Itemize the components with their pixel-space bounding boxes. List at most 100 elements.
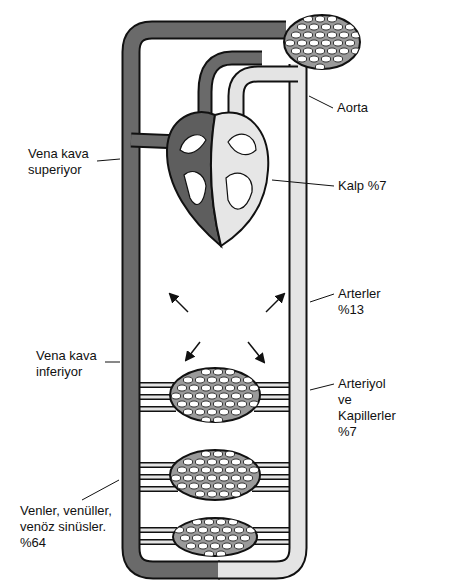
- blood-cell: [309, 24, 318, 30]
- blood-cell: [219, 475, 228, 481]
- blood-cell: [219, 377, 228, 383]
- blood-cell: [195, 377, 204, 383]
- blood-cell: [216, 535, 225, 541]
- blood-cell: [213, 369, 222, 375]
- blood-cell: [201, 483, 210, 489]
- blood-cell: [234, 543, 243, 549]
- part-label: Vena kava superiyor: [28, 146, 94, 178]
- blood-cell: [207, 393, 216, 399]
- blood-cell: [333, 24, 342, 30]
- part-label: Kalp %7: [338, 178, 386, 194]
- blood-cell: [213, 385, 222, 391]
- blood-cell: [321, 40, 330, 46]
- blood-cell: [195, 475, 204, 481]
- blood-cell: [177, 401, 186, 407]
- flow-arrows: [170, 294, 284, 362]
- capillary-cells: [171, 369, 258, 423]
- blood-cell: [171, 475, 180, 481]
- blood-cell: [225, 483, 234, 489]
- blood-cell: [195, 409, 204, 415]
- blood-cell: [186, 527, 195, 533]
- blood-cell: [237, 401, 246, 407]
- blood-cell: [315, 64, 324, 70]
- blood-cell: [285, 40, 294, 46]
- capillary-cells: [174, 519, 255, 557]
- blood-cell: [228, 535, 237, 541]
- blood-cell: [213, 417, 222, 423]
- blood-cell: [351, 48, 360, 54]
- leader-lines: [82, 96, 334, 500]
- blood-cell: [198, 527, 207, 533]
- blood-cell: [243, 459, 252, 465]
- blood-cell: [189, 385, 198, 391]
- blood-cell: [174, 527, 183, 533]
- blood-cell: [222, 527, 231, 533]
- blood-cell: [195, 393, 204, 399]
- blood-cell: [183, 393, 192, 399]
- blood-cell: [177, 483, 186, 489]
- blood-cell: [237, 385, 246, 391]
- blood-cell: [231, 459, 240, 465]
- blood-cell: [327, 32, 336, 38]
- blood-cell: [204, 535, 213, 541]
- blood-cell: [303, 16, 312, 22]
- blood-cell: [204, 519, 213, 525]
- blood-cell: [345, 40, 354, 46]
- blood-cell: [207, 475, 216, 481]
- blood-cell: [237, 483, 246, 489]
- blood-cell: [327, 16, 336, 22]
- part-label: Venler, venüller, venöz sinüsler. %64: [20, 503, 112, 551]
- blood-cell: [228, 519, 237, 525]
- blood-cell: [192, 535, 201, 541]
- blood-cell: [303, 48, 312, 54]
- blood-cell: [333, 40, 342, 46]
- blood-cell: [321, 24, 330, 30]
- blood-cell: [243, 377, 252, 383]
- blood-cell: [201, 467, 210, 473]
- blood-cell: [201, 385, 210, 391]
- blood-cell: [225, 451, 234, 457]
- blood-cell: [231, 377, 240, 383]
- blood-cell: [201, 369, 210, 375]
- blood-cell: [240, 535, 249, 541]
- blood-cell: [201, 451, 210, 457]
- capillary-cells: [285, 16, 360, 70]
- part-label: Aorta: [337, 100, 368, 116]
- blood-cell: [291, 48, 300, 54]
- heart: [167, 112, 268, 246]
- blood-cell: [207, 491, 216, 497]
- blood-cell: [297, 56, 306, 62]
- vein-tube: [131, 30, 286, 570]
- blood-cell: [225, 369, 234, 375]
- blood-cell: [219, 459, 228, 465]
- blood-cell: [216, 519, 225, 525]
- blood-cell: [189, 467, 198, 473]
- blood-cell: [195, 491, 204, 497]
- blood-cell: [210, 543, 219, 549]
- blood-cell: [177, 385, 186, 391]
- blood-cell: [201, 417, 210, 423]
- blood-cell: [297, 24, 306, 30]
- blood-cell: [303, 32, 312, 38]
- blood-cell: [249, 385, 258, 391]
- blood-cell: [315, 48, 324, 54]
- blood-cell: [189, 401, 198, 407]
- blood-cell: [201, 401, 210, 407]
- blood-cell: [216, 551, 225, 557]
- blood-cell: [231, 409, 240, 415]
- blood-cell: [333, 56, 342, 62]
- blood-cell: [243, 393, 252, 399]
- blood-cell: [339, 48, 348, 54]
- blood-cell: [180, 535, 189, 541]
- blood-cell: [198, 543, 207, 549]
- blood-cell: [351, 32, 360, 38]
- blood-cell: [231, 491, 240, 497]
- blood-cell: [171, 393, 180, 399]
- blood-cell: [249, 467, 258, 473]
- blood-cell: [315, 16, 324, 22]
- blood-cell: [225, 467, 234, 473]
- blood-cell: [204, 551, 213, 557]
- capillary-cells: [171, 451, 258, 497]
- blood-cell: [315, 32, 324, 38]
